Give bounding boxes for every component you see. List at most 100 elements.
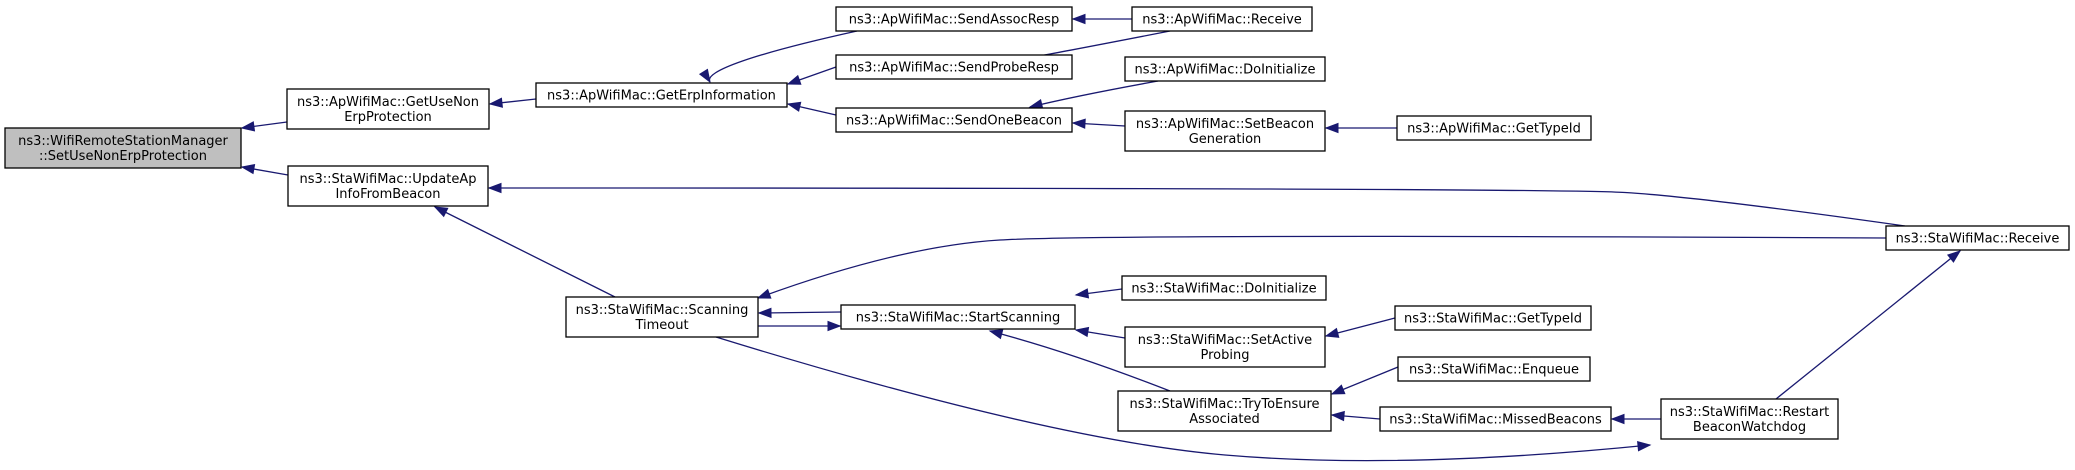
graph-node-n16[interactable]: ns3::StaWifiMac::GetTypeId [1394, 305, 1592, 331]
arrow-head [1330, 410, 1345, 422]
node-label: ::SetUseNonErpProtection [39, 149, 207, 164]
node-label: ns3::ApWifiMac::SendAssocResp [849, 13, 1059, 28]
node-label: ns3::StaWifiMac::Scanning [576, 303, 749, 318]
arrow-head [1071, 13, 1086, 25]
node-label: ErpProtection [344, 110, 432, 125]
arrow-head [757, 307, 772, 319]
edge-n11-to-n10 [487, 182, 1906, 227]
node-box [1124, 56, 1326, 82]
arrow-head [1330, 384, 1346, 395]
edges-layer [240, 13, 1962, 462]
edge-n10-to-n0 [240, 163, 289, 176]
arrow-head [698, 68, 711, 84]
edge-n3-to-n2 [698, 30, 858, 84]
node-box [835, 6, 1073, 32]
edge-n8-to-n6 [1071, 118, 1126, 129]
node-label: ns3::ApWifiMac::GetUseNon [297, 95, 479, 110]
node-label: Associated [1189, 412, 1259, 427]
arrow-head [786, 101, 802, 112]
edge-n13-to-n12 [757, 307, 842, 319]
arrow-head [240, 121, 256, 132]
node-label: ns3::ApWifiMac::Receive [1142, 13, 1302, 28]
arrow-head [240, 163, 256, 175]
node-box [835, 107, 1073, 133]
graph-node-n19[interactable]: ns3::StaWifiMac::MissedBeacons [1379, 406, 1612, 432]
edge-n5-to-n2 [786, 66, 837, 85]
arrow-head [1324, 122, 1339, 134]
edge-line [715, 336, 1651, 462]
edge-line [434, 206, 616, 298]
arrow-head [1028, 99, 1044, 110]
node-label: ns3::StaWifiMac::UpdateAp [299, 172, 476, 187]
node-label: ns3::StaWifiMac::Restart [1670, 405, 1830, 420]
graph-node-n5[interactable]: ns3::ApWifiMac::SendProbeResp [835, 54, 1073, 80]
node-box [1660, 398, 1839, 440]
edge-line [758, 311, 842, 314]
graph-node-n11[interactable]: ns3::StaWifiMac::Receive [1885, 225, 2070, 251]
node-box [1131, 6, 1313, 32]
node-label: Timeout [634, 318, 688, 333]
edge-n9-to-n8 [1324, 122, 1397, 134]
edge-n6-to-n2 [786, 101, 837, 116]
edge-line [1029, 80, 1159, 108]
node-label: ns3::StaWifiMac::Receive [1896, 232, 2060, 247]
node-box [1397, 356, 1591, 382]
edge-n4-to-n3 [1071, 13, 1132, 25]
graph-node-n13[interactable]: ns3::StaWifiMac::StartScanning [840, 304, 1076, 330]
node-box [565, 296, 759, 338]
node-box [1885, 225, 2070, 251]
node-label: ns3::ApWifiMac::GetTypeId [1407, 122, 1581, 137]
node-box [840, 304, 1076, 330]
arrow-head [988, 329, 1004, 340]
edge-n18-to-n17 [1330, 366, 1399, 395]
edge-line [1024, 30, 1171, 59]
edge-line [757, 235, 1887, 299]
node-label: ns3::ApWifiMac::SendOneBeacon [846, 114, 1062, 129]
node-box [287, 165, 489, 207]
edge-n7-to-n6 [1028, 80, 1159, 110]
edge-n12-to-n20 [715, 336, 1652, 462]
node-label: Generation [1189, 132, 1262, 147]
node-label: ns3::StaWifiMac::GetTypeId [1404, 312, 1582, 327]
edge-n15-to-n13 [1074, 326, 1126, 339]
node-label: ns3::StaWifiMac::SetActive [1138, 333, 1312, 348]
arrow-head [1074, 288, 1090, 299]
node-label: ns3::ApWifiMac::DoInitialize [1134, 63, 1315, 78]
node-box [1117, 390, 1332, 432]
node-box [1394, 305, 1592, 331]
graph-node-n18[interactable]: ns3::StaWifiMac::Enqueue [1397, 356, 1591, 382]
graph-node-n14[interactable]: ns3::StaWifiMac::DoInitialize [1121, 275, 1327, 301]
graph-node-n7[interactable]: ns3::ApWifiMac::DoInitialize [1124, 56, 1326, 82]
edge-n2-to-n1 [488, 97, 537, 108]
edge-n16-to-n15 [1324, 317, 1396, 338]
graph-node-n9[interactable]: ns3::ApWifiMac::GetTypeId [1396, 115, 1592, 141]
edge-n20-to-n19 [1610, 413, 1661, 425]
arrow-head [1071, 118, 1086, 129]
graph-node-n6[interactable]: ns3::ApWifiMac::SendOneBeacon [835, 107, 1073, 133]
node-box [535, 82, 788, 108]
graph-node-n4[interactable]: ns3::ApWifiMac::Receive [1131, 6, 1313, 32]
edge-n17-to-n13 [988, 329, 1171, 392]
node-label: ns3::ApWifiMac::GetErpInformation [547, 89, 776, 104]
edge-n14-to-n13 [1074, 288, 1123, 299]
graph-node-n0[interactable]: ns3::WifiRemoteStationManager::SetUseNon… [4, 127, 242, 169]
arrow-head [488, 97, 503, 108]
edge-n11-to-n12 [756, 235, 1887, 299]
edge-line [989, 330, 1171, 392]
graph-node-n2[interactable]: ns3::ApWifiMac::GetErpInformation [535, 82, 788, 108]
arrow-head [1637, 441, 1652, 452]
node-box [1124, 110, 1326, 152]
graph-node-n3[interactable]: ns3::ApWifiMac::SendAssocResp [835, 6, 1073, 32]
edge-line [1775, 250, 1961, 400]
edge-n1-to-n0 [240, 121, 288, 132]
node-label: ns3::ApWifiMac::SetBeacon [1136, 117, 1314, 132]
nodes-layer: ns3::WifiRemoteStationManager::SetUseNon… [4, 6, 2070, 440]
